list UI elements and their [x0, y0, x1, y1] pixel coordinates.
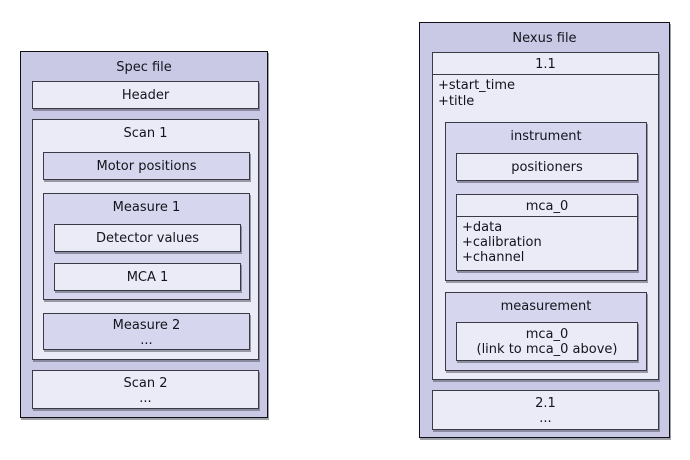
- mca0-link-note: (link to mca_0 above): [476, 342, 618, 357]
- attr-data: +data: [462, 220, 503, 235]
- entry-1-1-box: 1.1 +start_time +title instrument positi…: [432, 52, 659, 380]
- detector-values-box: Detector values: [54, 224, 241, 252]
- entry-1-1-attributes: +start_time +title: [433, 75, 658, 110]
- instrument-title: instrument: [510, 129, 582, 144]
- attr-start-time: +start_time: [438, 78, 516, 93]
- entry-2-1-box: 2.1 ...: [432, 390, 659, 430]
- scan1-box: Scan 1 Motor positions Measure 1 Detecto…: [32, 119, 259, 360]
- measurement-box: measurement mca_0 (link to mca_0 above): [445, 292, 647, 371]
- measurement-title: measurement: [500, 299, 592, 314]
- mca1-box: MCA 1: [54, 263, 241, 291]
- measure1-title: Measure 1: [112, 200, 181, 215]
- spec-file-box: Spec file Header Scan 1 Motor positions …: [20, 51, 268, 418]
- mca0-link-name: mca_0: [525, 327, 569, 342]
- motor-positions-label: Motor positions: [96, 159, 197, 174]
- scan2-ellipsis: ...: [139, 391, 152, 406]
- entry-2-1-title: 2.1: [535, 396, 556, 411]
- scan1-title: Scan 1: [123, 126, 168, 141]
- mca0-title: mca_0: [457, 195, 637, 217]
- instrument-box: instrument positioners mca_0 +data +cali…: [445, 122, 647, 281]
- entry-2-1-ellipsis: ...: [539, 411, 552, 426]
- scan2-box: Scan 2 ...: [32, 370, 259, 409]
- measure2-ellipsis: ...: [140, 333, 153, 348]
- measure2-box: Measure 2 ...: [43, 313, 250, 350]
- attr-channel: +channel: [462, 250, 525, 265]
- entry-1-1-title: 1.1: [433, 53, 658, 75]
- attr-title: +title: [438, 94, 475, 109]
- motor-positions-box: Motor positions: [43, 152, 250, 180]
- attr-calibration: +calibration: [462, 235, 542, 250]
- detector-values-label: Detector values: [95, 231, 200, 246]
- header-label: Header: [121, 88, 170, 103]
- mca0-box: mca_0 +data +calibration +channel: [456, 194, 638, 271]
- nexus-file-box: Nexus file 1.1 +start_time +title instru…: [419, 22, 670, 438]
- spec-file-title: Spec file: [116, 60, 172, 75]
- positioners-box: positioners: [456, 153, 638, 181]
- mca0-attributes: +data +calibration +channel: [457, 217, 637, 265]
- measure1-box: Measure 1 Detector values MCA 1: [43, 193, 250, 300]
- measure2-title: Measure 2: [112, 318, 181, 333]
- header-box: Header: [32, 81, 259, 109]
- positioners-label: positioners: [511, 160, 583, 175]
- nexus-file-title: Nexus file: [512, 31, 577, 46]
- scan2-title: Scan 2: [123, 376, 168, 391]
- mca0-link-box: mca_0 (link to mca_0 above): [456, 322, 638, 361]
- mca1-label: MCA 1: [126, 270, 169, 285]
